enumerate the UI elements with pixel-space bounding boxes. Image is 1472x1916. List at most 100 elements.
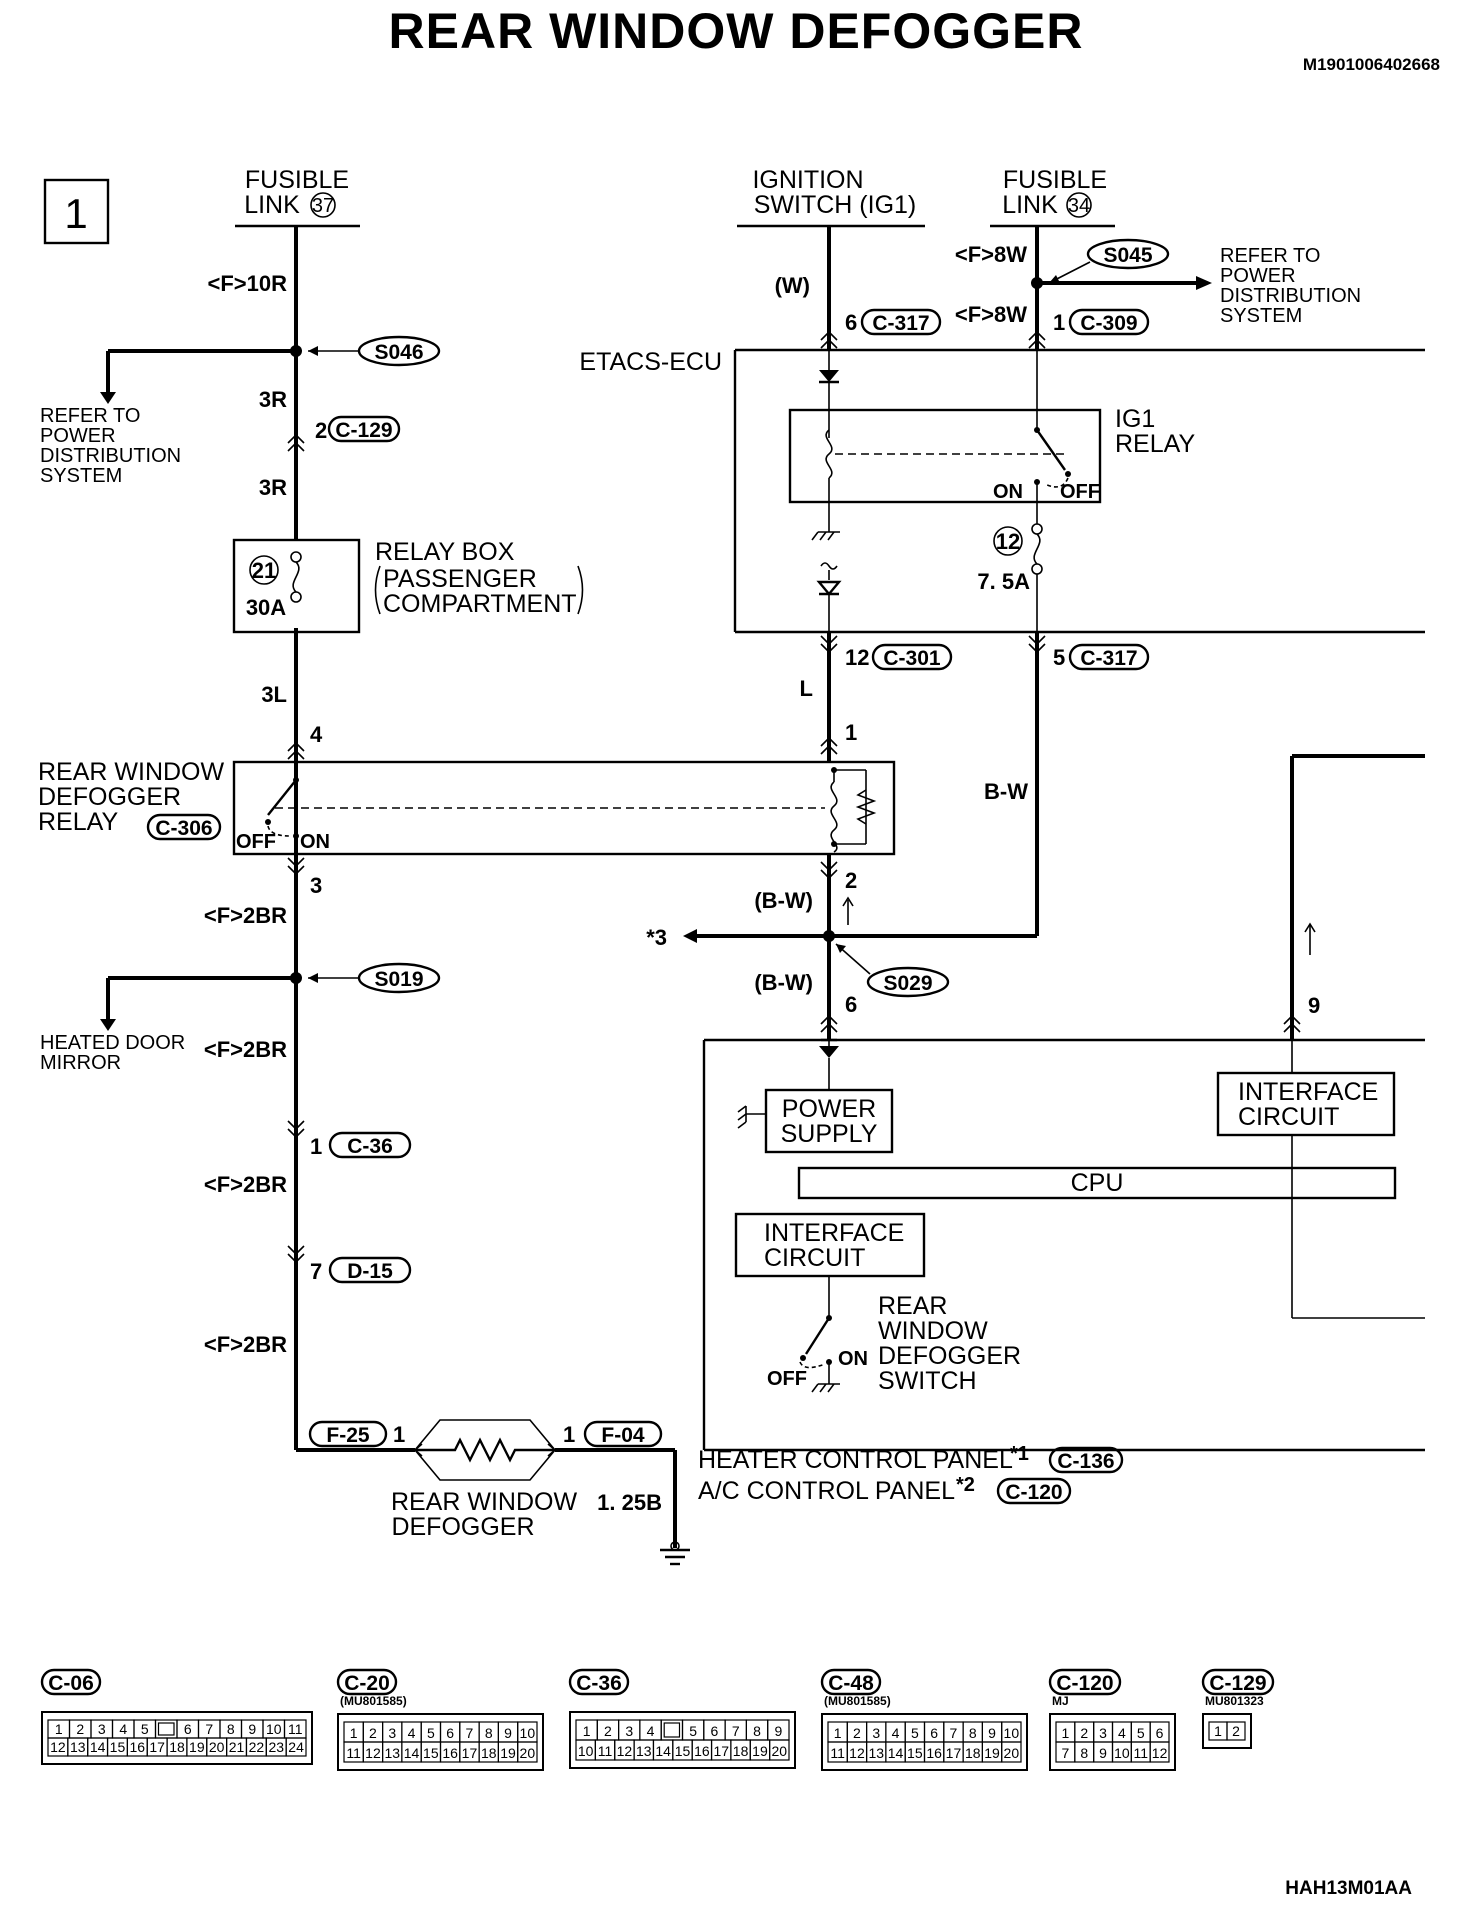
connector-pin: 15 <box>907 1745 923 1761</box>
ref-heated-mirror-1: HEATED DOOR <box>40 1032 185 1054</box>
connector-pin: 20 <box>1004 1745 1020 1761</box>
connector-pin: 6 <box>184 1721 192 1737</box>
connector-view-id: C-129 <box>1209 1672 1266 1695</box>
connector-view-part: (MU801585) <box>824 1694 891 1708</box>
connector-pin: 7 <box>950 1725 958 1741</box>
connector-c306-label: C-306 <box>155 817 212 840</box>
connector-c120-label: C-120 <box>1005 1481 1062 1504</box>
wire-f-8w-b: <F>8W <box>955 302 1027 327</box>
relay-box-label-2: PASSENGER <box>383 565 537 593</box>
connector-pin: 19 <box>984 1745 1000 1761</box>
connector-pin: 12 <box>617 1743 633 1759</box>
splice-s019-label: S019 <box>374 968 423 991</box>
connector-pin: 13 <box>70 1739 86 1755</box>
fusible-link-37-label-1: FUSIBLE <box>245 166 349 194</box>
connector-pin: 14 <box>404 1745 420 1761</box>
wire-w: (W) <box>775 273 810 298</box>
connector-pin: 8 <box>227 1721 235 1737</box>
wire-f-2br-a: <F>2BR <box>204 903 287 928</box>
rwd-relay-label-1: REAR WINDOW <box>38 758 225 786</box>
ref-power-dist-right-1: REFER TO <box>1220 245 1320 267</box>
pin-9: 9 <box>1308 993 1320 1018</box>
connector-c36-tag <box>328 1131 412 1159</box>
wire-b-w-paren-a: (B-W) <box>754 888 813 913</box>
connector-pin: 8 <box>485 1725 493 1741</box>
ig1-relay-on: ON <box>993 481 1023 503</box>
switch-off: OFF <box>767 1368 807 1390</box>
connector-pin: 2 <box>604 1723 612 1739</box>
splice-s046-label: S046 <box>374 341 423 364</box>
connector-pin: 1 <box>834 1725 842 1741</box>
connector-view-id: C-06 <box>48 1672 94 1695</box>
connector-pin: 1 <box>583 1723 591 1739</box>
pin-1-c36: 1 <box>310 1134 322 1159</box>
connector-pin: 15 <box>675 1743 691 1759</box>
power-supply-block <box>737 1058 894 1154</box>
wire-f-2br-b: <F>2BR <box>204 1037 287 1062</box>
cpu-block <box>797 1166 1397 1200</box>
connector-pin: 5 <box>1137 1725 1145 1741</box>
defogger-label-1: REAR WINDOW <box>391 1488 578 1516</box>
connector-pin: 16 <box>130 1739 146 1755</box>
connector-f04-tag <box>583 1420 663 1448</box>
rear-window-defogger-switch <box>799 1276 840 1393</box>
cpu-label: CPU <box>1071 1169 1124 1197</box>
connector-pin: 11 <box>346 1745 361 1761</box>
wire-3r-b: 3R <box>259 475 287 500</box>
connector-c120-tag <box>996 1477 1072 1505</box>
pin-1-c309: 1 <box>1053 310 1065 335</box>
connector-view-part: (MU801585) <box>340 1694 407 1708</box>
connector-pin: 24 <box>288 1739 304 1755</box>
connector-d15-label: D-15 <box>347 1260 393 1283</box>
pin-7-d15: 7 <box>310 1259 322 1284</box>
connector-pin: 4 <box>892 1725 900 1741</box>
wire-f-2br-c: <F>2BR <box>204 1172 287 1197</box>
connector-pin: 6 <box>1156 1725 1164 1741</box>
fuse-12-amp: 7. 5A <box>977 569 1030 594</box>
connector-view-id: C-120 <box>1056 1672 1113 1695</box>
connector-pin: 5 <box>427 1725 435 1741</box>
switch-label-1: REAR <box>878 1292 947 1320</box>
connector-pin: 11 <box>288 1721 303 1737</box>
rwd-relay-off: OFF <box>236 831 276 853</box>
connector-c136-label: C-136 <box>1057 1450 1114 1473</box>
fusible-34-wire <box>823 226 1212 942</box>
pin-5-c317: 5 <box>1053 645 1065 670</box>
rwd-relay-on: ON <box>300 831 330 853</box>
wire-l: L <box>800 676 813 701</box>
connector-pin: 18 <box>481 1745 497 1761</box>
connector-pin: 13 <box>636 1743 652 1759</box>
connector-pin: 1 <box>350 1725 358 1741</box>
connector-c306-tag <box>146 813 222 841</box>
interface-left-label-2: CIRCUIT <box>764 1244 865 1272</box>
wire-3l: 3L <box>261 682 287 707</box>
connector-pin: 5 <box>911 1725 919 1741</box>
ig1-relay <box>788 408 1102 504</box>
connector-pin: 5 <box>141 1721 149 1737</box>
connector-pin: 4 <box>1118 1725 1126 1741</box>
wire-ground-1-25b: 1. 25B <box>597 1490 662 1515</box>
connector-pin: 10 <box>266 1721 282 1737</box>
wire-f-10r: <F>10R <box>208 271 288 296</box>
splice-s029-label: S029 <box>883 972 932 995</box>
connector-pin: 11 <box>598 1743 613 1759</box>
power-supply-label-1: POWER <box>782 1095 876 1123</box>
pin-12-c301: 12 <box>845 645 869 670</box>
connector-pin: 19 <box>500 1745 516 1761</box>
splice-s045: S045 <box>1048 238 1170 284</box>
connector-pin: 20 <box>772 1743 788 1759</box>
connector-c36-label: C-36 <box>347 1135 393 1158</box>
ig1-relay-label-2: RELAY <box>1115 430 1195 458</box>
interface-circuit-right <box>1216 1071 1396 1137</box>
fusible-link-37-label-2: LINK <box>244 191 300 219</box>
wire-f-8w-a: <F>8W <box>955 242 1027 267</box>
figure-id: HAH13M01AA <box>1285 1878 1412 1899</box>
connector-pin: 9 <box>504 1725 512 1741</box>
connector-pin: 17 <box>946 1745 962 1761</box>
connector-pin: 17 <box>713 1743 729 1759</box>
